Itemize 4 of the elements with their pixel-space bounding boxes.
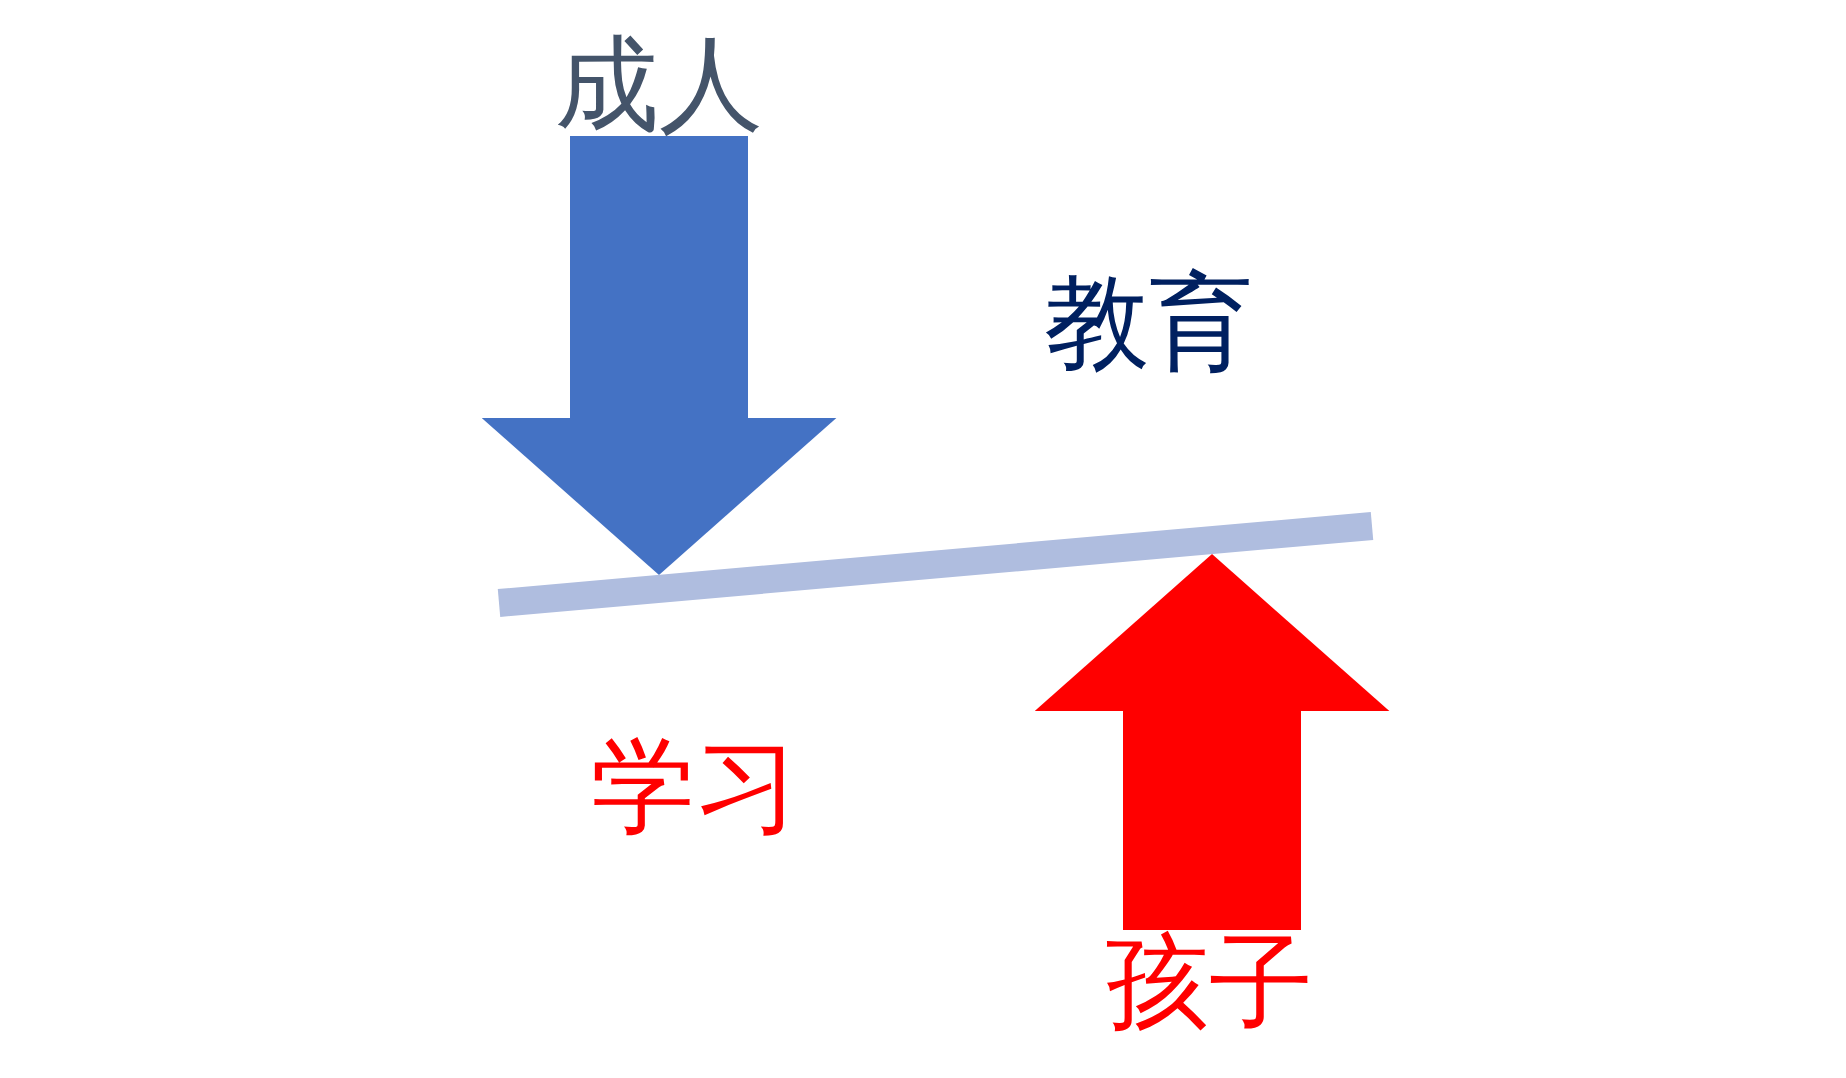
- node-label: 孩子: [1105, 930, 1313, 1034]
- block-arrow: [1034, 554, 1390, 930]
- block-arrow: [481, 136, 837, 575]
- node-label: 成人: [555, 32, 763, 136]
